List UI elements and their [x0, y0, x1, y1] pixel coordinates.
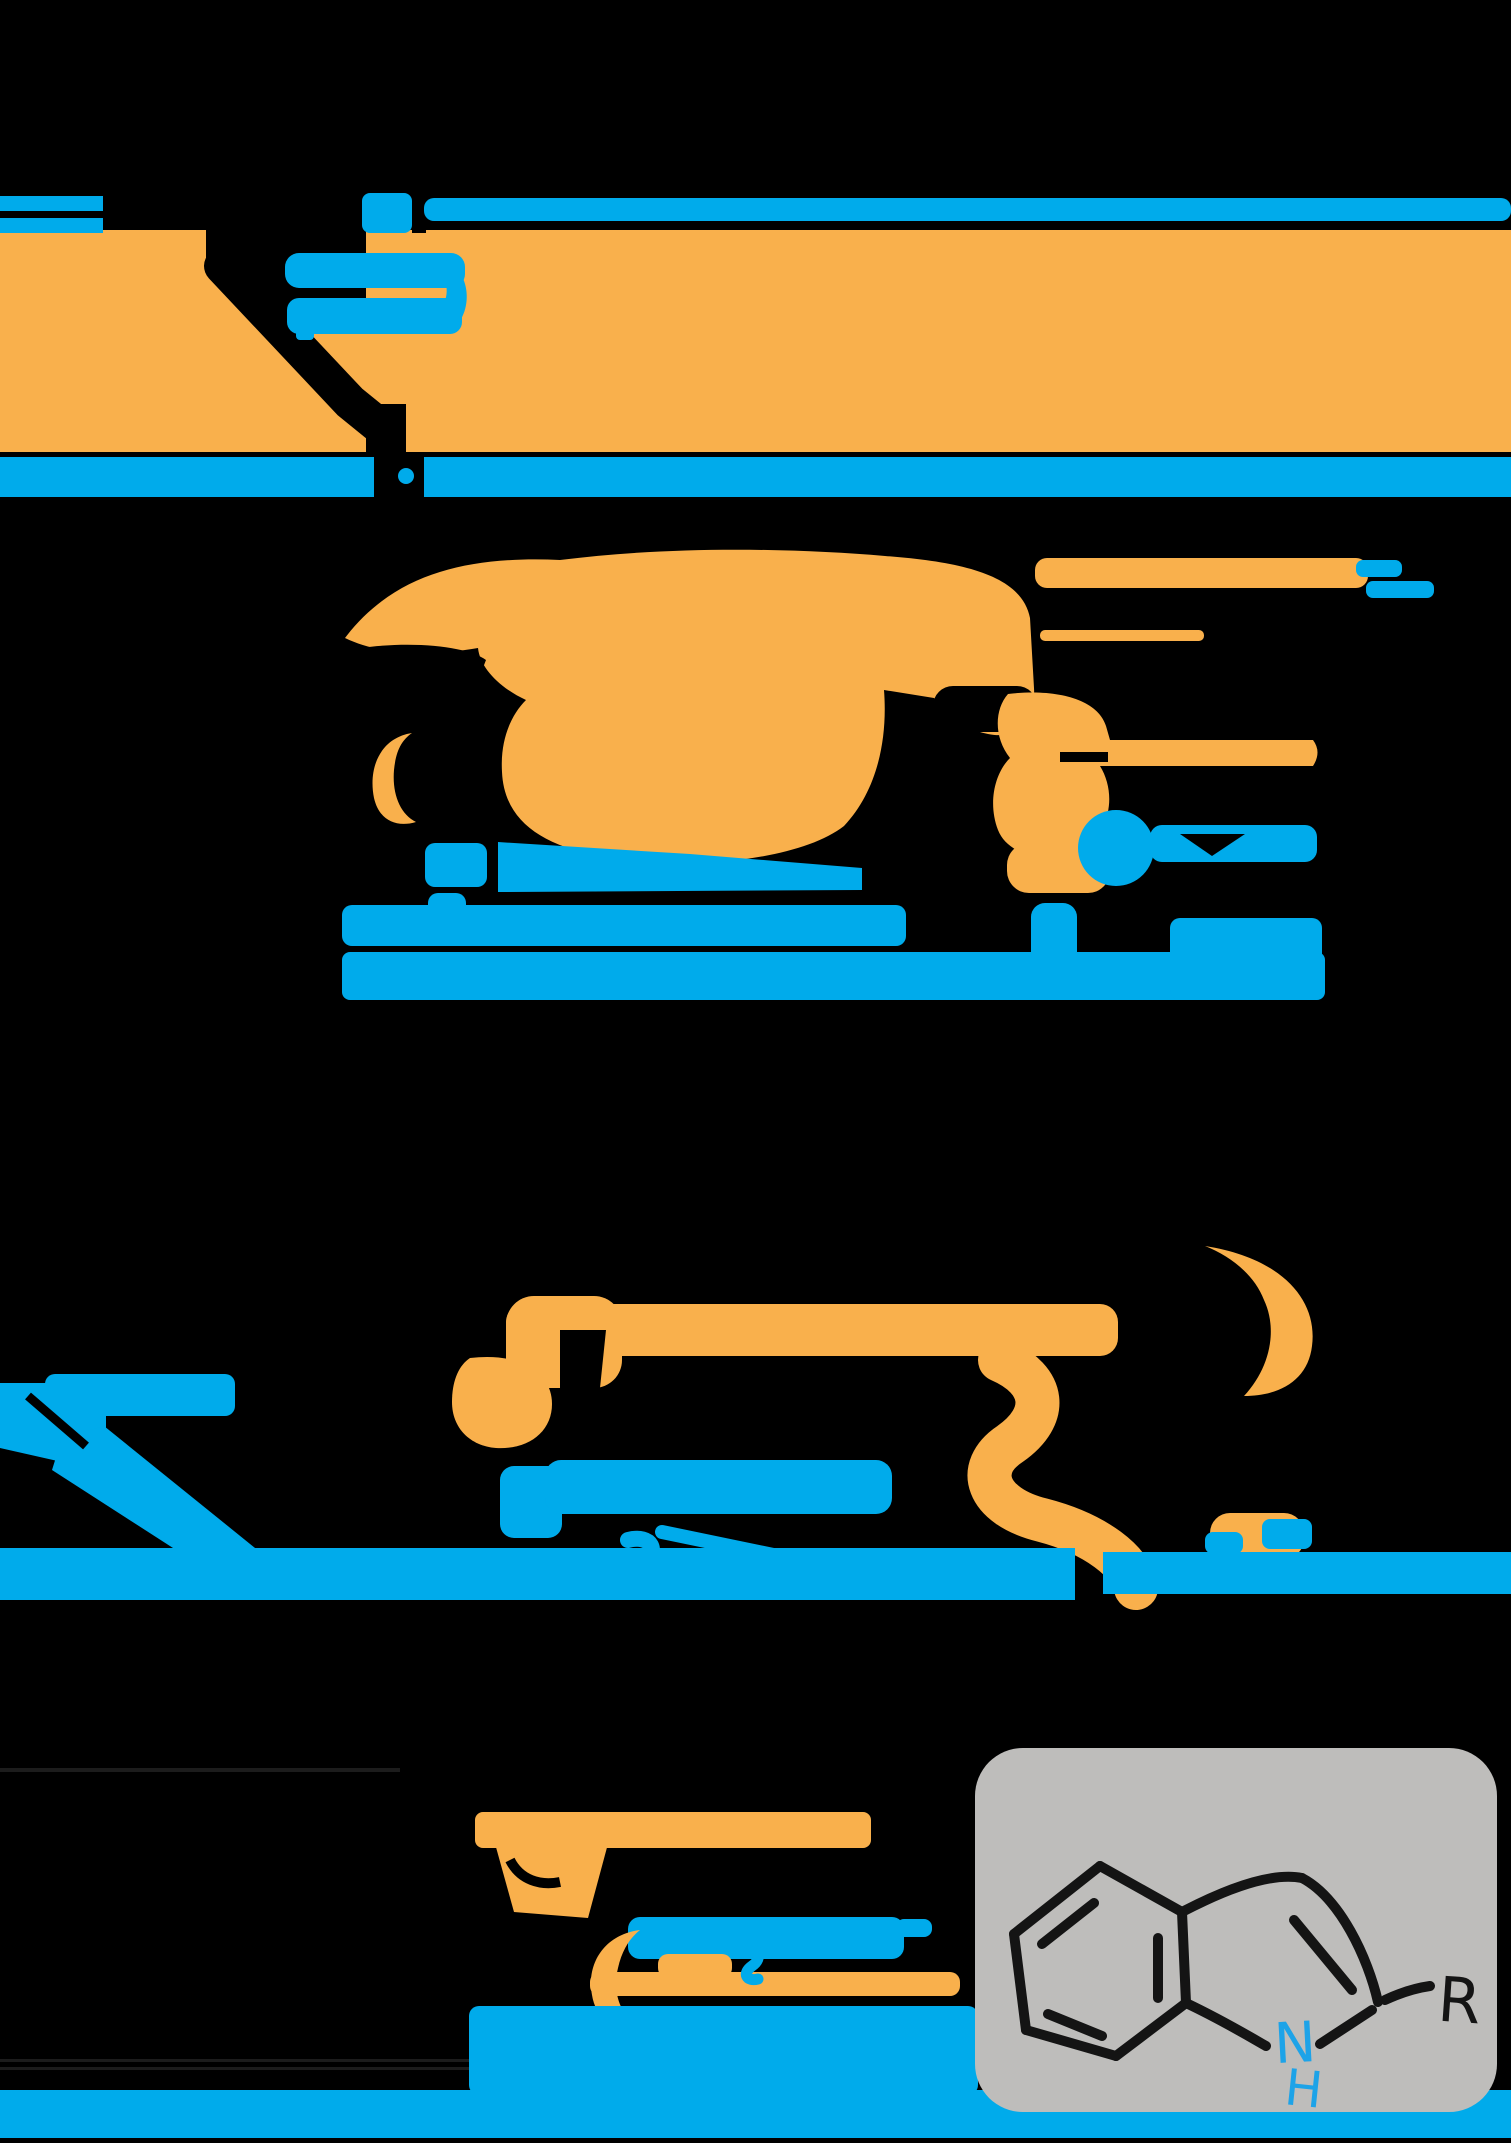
molecule-panel: R N H: [975, 1748, 1497, 2120]
bond-c2-r: [1380, 1981, 1435, 2005]
substituent-label: R: [1435, 1963, 1483, 2039]
blue-left-margin-bar: [45, 1374, 235, 1416]
orange-thin-line: [1040, 630, 1204, 641]
title-blue-dash-1: [0, 196, 103, 211]
orange-bar-row2: [506, 1304, 1118, 1356]
orange-thin-bar-top-right: [1035, 558, 1368, 588]
hydrogen-label: H: [1282, 2058, 1325, 2120]
orange-comma-blob: [452, 1356, 552, 1449]
title-blue-glyph: [285, 193, 467, 340]
title-highlight-group: [0, 193, 1511, 499]
mechanism-row3-highlights: [0, 1768, 1511, 2138]
blue-block-row3: [469, 2006, 978, 2095]
title-blue-highlight-band: [0, 457, 1511, 497]
pyrrole-double-bond: [1289, 1915, 1357, 1995]
faint-hairline-3: [0, 2067, 480, 2070]
bond-n-c2: [1315, 2005, 1377, 2049]
nitrogen-label: N: [1272, 2010, 1317, 2077]
blue-bar-row3: [628, 1917, 904, 1959]
faint-hairline-2: [0, 2059, 480, 2062]
orange-small-crescent: [372, 733, 416, 824]
blue-bar-row1b: [342, 952, 1325, 1000]
molecule-panel-background: [975, 1748, 1497, 2112]
mechanism-row1-highlights: [342, 549, 1434, 1000]
blue-dash-top-right-2: [1366, 581, 1434, 598]
blue-round-blob: [1078, 810, 1154, 886]
blue-bar-row1a: [342, 905, 906, 946]
blue-diagonal-arm: [52, 1426, 260, 1586]
orange-paren-blob: [1205, 1246, 1313, 1396]
blue-bar-row2: [545, 1460, 892, 1514]
title-blue-dash-2: [0, 218, 103, 233]
orange-flag-bar: [475, 1812, 871, 1848]
indole-pyrrole-ring: [1177, 1871, 1435, 2051]
orange-bar-row3: [590, 1972, 960, 1996]
blue-wedge-bar: [498, 842, 862, 892]
benzene-double-bond-1: [1037, 1898, 1099, 1949]
orange-highlight-blob-main: [345, 549, 1035, 864]
mechanism-row2-highlights: [0, 1246, 1511, 1610]
blue-bar-right: [1150, 825, 1317, 862]
benzene-double-bond-2: [1043, 2009, 1107, 2041]
blue-dash-top-right-1: [1356, 560, 1402, 577]
orange-five-glyph: [993, 692, 1318, 858]
indole-benzene-ring: [1009, 1861, 1191, 2061]
blue-band-row2-left: [0, 1548, 1075, 1600]
blue-curl: [738, 1943, 764, 1986]
orange-s-curve: [967, 1338, 1158, 1610]
blue-band-row2-right: [1103, 1552, 1511, 1594]
bond-c7a-n: [1181, 1998, 1271, 2051]
title-blue-underline: [424, 198, 1511, 221]
faint-hairline-1: [0, 1768, 400, 1772]
